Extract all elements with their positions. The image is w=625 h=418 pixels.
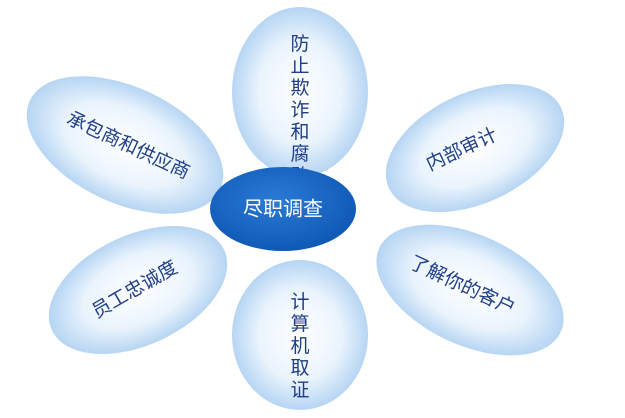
petal-lower-right: 了解你的客户 xyxy=(376,224,564,356)
center-label: 尽职调查 xyxy=(243,197,323,221)
petal-top: 防止欺诈和腐败 xyxy=(232,7,368,187)
petal-upper-right: 内部审计 xyxy=(385,83,565,213)
petal-bottom-label: 计算机取证 xyxy=(290,291,309,401)
petal-top-label: 防止欺诈和腐败 xyxy=(290,33,309,187)
petal-upper-left: 承包商和供应商 xyxy=(26,76,224,214)
petal-lower-left: 员工忠诚度 xyxy=(48,225,228,355)
petal-bottom: 计算机取证 xyxy=(232,260,368,410)
center-node: 尽职调查 xyxy=(210,167,356,251)
